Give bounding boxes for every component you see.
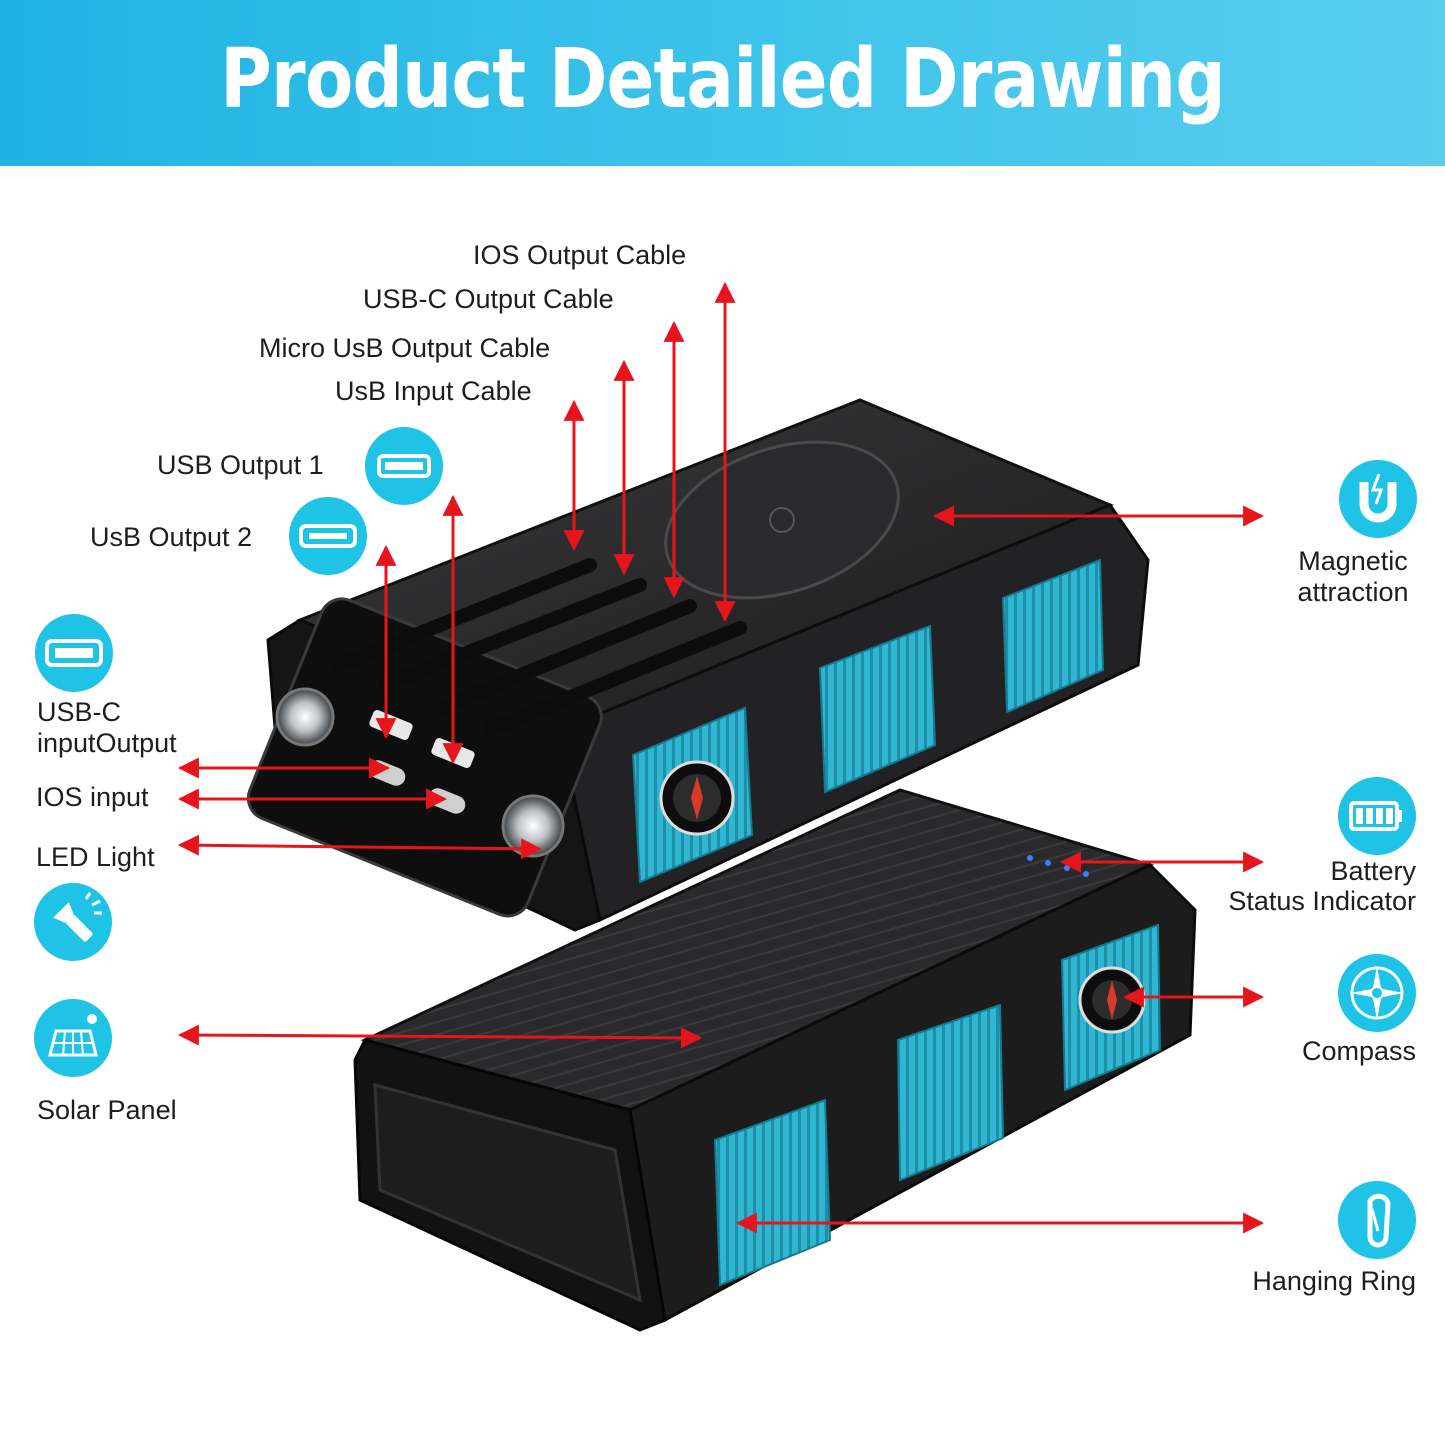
solar-panel-icon <box>34 999 112 1077</box>
usb-port-icon <box>365 427 443 505</box>
magnet-icon <box>1339 460 1417 538</box>
label-usb-output-2: UsB Output 2 <box>90 522 253 552</box>
header-banner <box>0 0 1445 166</box>
callout-arrows <box>177 281 1265 1234</box>
label-hanging-ring: Hanging Ring <box>1252 1266 1416 1296</box>
usb-port-icon <box>289 497 367 575</box>
label-micro-usb-output-cable: Micro UsB Output Cable <box>259 333 551 363</box>
compass-icon <box>1338 954 1416 1032</box>
label-led-light: LED Light <box>36 842 155 872</box>
label-usb-input-cable: UsB Input Cable <box>335 376 532 406</box>
label-usbc-input-output-line2: inputOutput <box>37 728 177 758</box>
carabiner-icon <box>1338 1181 1416 1259</box>
label-magnetic-line1: Magnetic <box>1298 546 1408 576</box>
flashlight-icon <box>34 883 112 961</box>
label-magnetic-line2: attraction <box>1297 577 1409 607</box>
label-compass: Compass <box>1301 1036 1416 1066</box>
label-usb-output-1: USB Output 1 <box>157 450 324 480</box>
label-usbc-input-output-line1: USB-C <box>37 697 122 727</box>
label-battery-line2: Status Indicator <box>1228 886 1416 916</box>
label-usbc-output-cable: USB-C Output Cable <box>363 284 614 314</box>
battery-icon <box>1338 777 1416 855</box>
usb-port-icon <box>35 614 113 692</box>
page-title: Product Detailed Drawing <box>220 32 1226 127</box>
label-battery-line1: Battery <box>1330 856 1416 886</box>
label-solar-panel: Solar Panel <box>37 1095 177 1125</box>
label-ios-output-cable: IOS Output Cable <box>473 240 687 270</box>
label-ios-input: IOS input <box>36 782 149 812</box>
